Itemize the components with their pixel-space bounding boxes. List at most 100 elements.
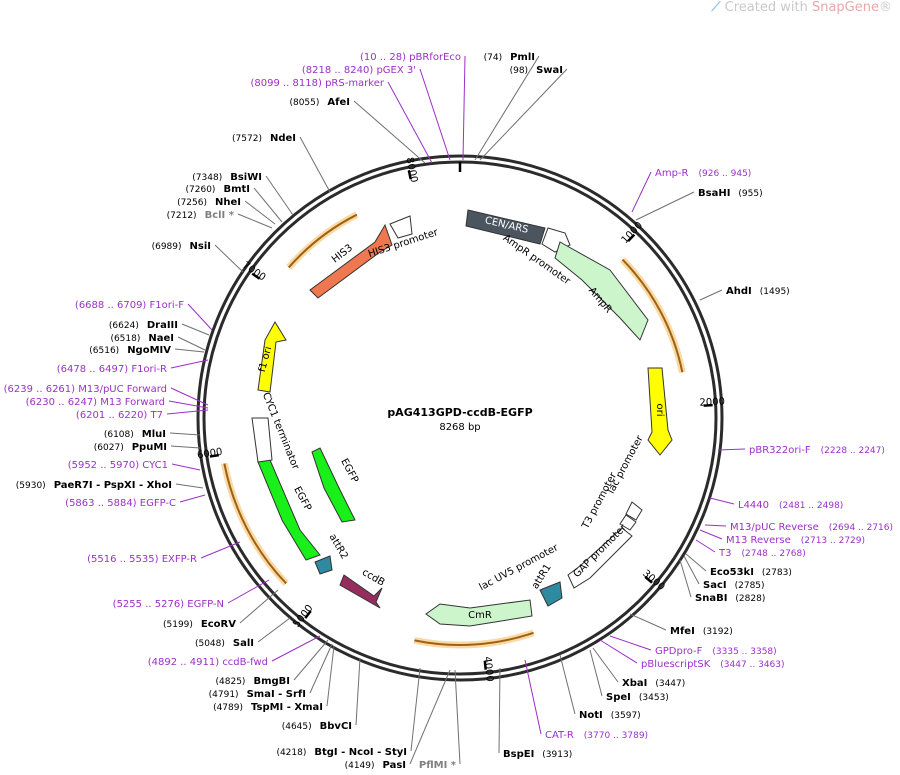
feature-label-cmr: CmR	[468, 610, 492, 621]
primer-name: GPDpro-F	[655, 646, 703, 657]
highlight-arc-line	[621, 258, 684, 373]
enzyme-position: (5048)	[195, 639, 225, 649]
leader-bcli	[237, 213, 273, 229]
enzyme-position: (8055)	[289, 98, 319, 108]
enzyme-name: AhdI	[726, 286, 752, 297]
primer-range: (2713 .. 2729)	[801, 536, 865, 546]
label-afei: (8055) AfeI	[289, 97, 350, 108]
leader-saci	[683, 555, 700, 585]
feature-label-egfp: EGFP	[338, 457, 360, 485]
feature-ori	[647, 367, 673, 456]
leader-pmli	[474, 55, 540, 161]
enzyme-position: (98)	[510, 66, 528, 76]
label-saci: SacI(2785)	[703, 580, 765, 591]
leader-gpdpro-f	[609, 635, 652, 651]
leader-ppumi	[170, 445, 201, 449]
enzyme-name: SacI	[703, 580, 727, 591]
enzyme-position: (6518)	[110, 334, 140, 344]
enzyme-name: SalI	[233, 638, 254, 649]
label-sali: (5048) SalI	[195, 638, 254, 649]
feature-lac-promoter	[625, 501, 643, 521]
enzyme-position: (2783)	[762, 568, 792, 578]
label-m13-puc-reverse: M13/pUC Reverse(2694 .. 2716)	[730, 522, 893, 533]
feature-ccdb	[339, 574, 383, 609]
label-ppumi: (6027) PpuMI	[94, 442, 167, 453]
leader-cat-r	[524, 659, 542, 735]
leader-6239-6261-m13-puc-forward	[170, 387, 209, 406]
plasmid-length: 8268 bp	[439, 422, 480, 433]
leader-mlui	[169, 432, 201, 436]
enzyme-position: (6516)	[89, 346, 119, 356]
enzyme-name: BmtI	[223, 184, 250, 195]
enzyme-position: (7348)	[192, 173, 222, 183]
leader-swai	[479, 68, 568, 161]
tick-mark	[209, 453, 220, 458]
feature-his3-promoter	[389, 215, 413, 239]
enzyme-position: (3597)	[611, 711, 641, 721]
leader-4892-4911-ccdb-fwd	[271, 635, 321, 662]
leader-ndei	[299, 136, 331, 193]
leader-bsahi	[635, 191, 695, 221]
feature-label-ori: ori	[654, 403, 665, 416]
backbone-outer	[196, 154, 724, 682]
enzyme-position: (3453)	[639, 693, 669, 703]
label-6230-6247-m13-forward: (6230 .. 6247) M13 Forward	[26, 397, 165, 408]
feature-egfp2	[311, 447, 356, 523]
feature-cmr	[425, 599, 533, 627]
enzyme-position: (6027)	[94, 443, 124, 453]
leader-pbr322ori-f	[717, 448, 746, 451]
enzyme-position: (1495)	[760, 287, 790, 297]
enzyme-name: AfeI	[327, 97, 350, 108]
leader-8099-8118-prs-marker	[387, 81, 433, 164]
tick-label: 4000	[481, 656, 495, 682]
enzyme-position: (74)	[484, 53, 502, 63]
enzyme-name: SmaI - SrfI	[247, 689, 306, 700]
primer-name: Amp-R	[655, 168, 689, 179]
enzyme-name: EcoRV	[201, 619, 236, 630]
leader-spei	[589, 649, 603, 697]
enzyme-name: NaeI	[148, 333, 174, 344]
primer-range: (926 .. 945)	[699, 169, 752, 179]
leader-5863-5884-egfp-c	[179, 494, 206, 503]
primer-name: L4440	[738, 500, 769, 511]
leader-pbluescriptsk	[599, 639, 638, 664]
primer-name: pBluescriptSK	[641, 659, 711, 670]
brand-prefix: Created with	[724, 0, 808, 15]
feature-attr2	[314, 555, 333, 575]
enzyme-position: (4149)	[345, 761, 375, 771]
label-6478-6497-f1ori-r: (6478 .. 6497) F1ori-R	[57, 364, 167, 375]
feature-label-egfp: EGFP	[291, 485, 313, 513]
label-ngomiv: (6516)NgoMIV	[89, 345, 171, 356]
leader-tspmi-xmai	[326, 645, 335, 707]
label-bmti: (7260)BmtI	[186, 184, 250, 195]
leader-ngomiv	[174, 348, 205, 353]
label-amp-r: Amp-R (926 .. 945)	[655, 168, 751, 179]
enzyme-position: (5930)	[16, 481, 46, 491]
label-btgi-ncoi-styi: (4218)BtgI - NcoI - StyI	[276, 747, 407, 758]
label-bcli: (7212)BclI *	[167, 210, 235, 221]
leader-afei	[353, 100, 426, 164]
highlight-arc-line	[223, 463, 287, 585]
label-10-28-pbrforeco: (10 .. 28) pBRforEco	[360, 52, 461, 63]
leader-bmgbi	[293, 639, 329, 681]
feature-f1-ori	[257, 321, 287, 393]
enzyme-position: (7572)	[232, 134, 262, 144]
label-ahdi: AhdI (1495)	[726, 286, 790, 297]
enzyme-name: BtgI - NcoI - StyI	[314, 747, 407, 758]
highlight-arc-line	[414, 631, 534, 646]
leader-xbai	[592, 647, 619, 683]
enzyme-position: (2828)	[735, 594, 765, 604]
highlight-arc	[286, 211, 359, 270]
label-pflmi: PflMI *	[419, 760, 457, 771]
tick-mark	[407, 169, 412, 180]
leader-nsii	[214, 244, 244, 273]
label-snabi: SnaBI(2828)	[695, 593, 765, 604]
label-pbr322ori-f: pBR322ori-F(2228 .. 2247)	[749, 445, 885, 456]
leader-naei	[177, 336, 206, 351]
enzyme-name: PpuMI	[132, 442, 167, 453]
highlight-arc-line	[288, 213, 358, 269]
enzyme-name: MluI	[142, 429, 166, 440]
leader-ecorv	[239, 589, 279, 624]
leader-smai-srfi	[309, 643, 333, 694]
label-6239-6261-m13-puc-forward: (6239 .. 6261) M13/pUC Forward	[4, 384, 167, 395]
